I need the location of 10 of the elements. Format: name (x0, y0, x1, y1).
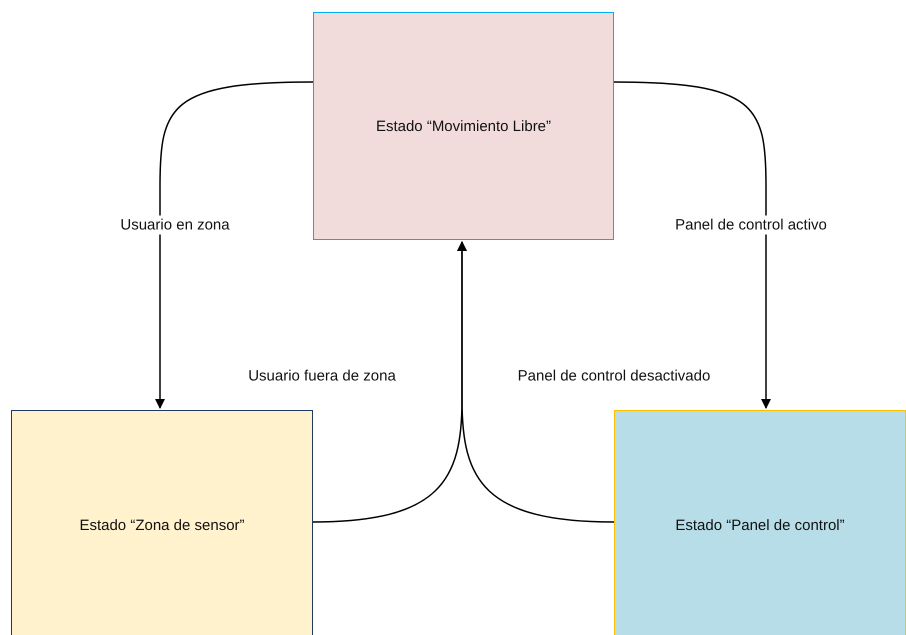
state-box (313, 12, 614, 240)
arrow (457, 241, 614, 523)
arrow (614, 81, 771, 409)
state-box (11, 410, 313, 635)
state-name: Estado “Zona de sensor” (78, 517, 246, 534)
state-name: Estado “Panel de control” (674, 517, 846, 534)
state-name: Estado “Movimiento Libre” (374, 118, 552, 134)
arrow (155, 81, 314, 409)
state-box (614, 410, 906, 635)
edge-label: Panel de control activo (673, 216, 829, 234)
